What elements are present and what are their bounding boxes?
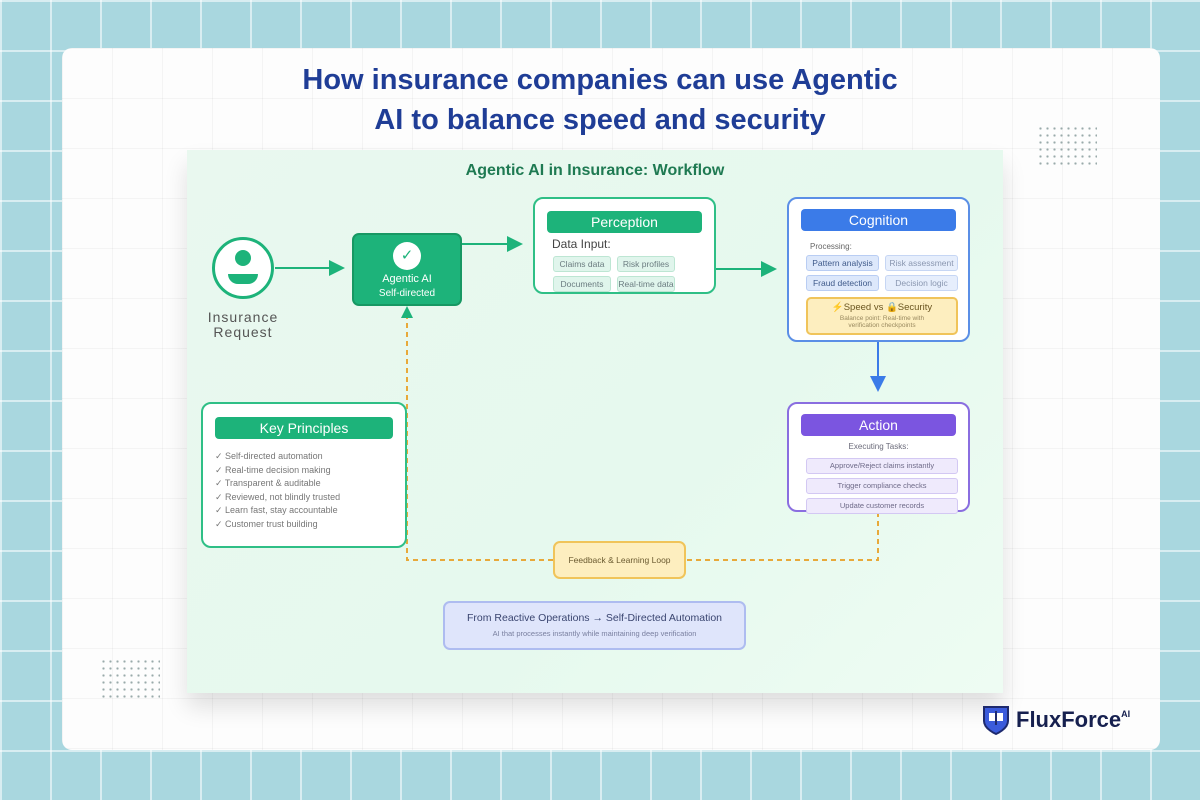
dots-decoration — [100, 658, 160, 698]
task-item: Approve/Reject claims instantly — [806, 458, 958, 474]
chip: Documents — [553, 276, 611, 292]
user-icon — [212, 237, 274, 299]
cognition-subtitle: Processing: — [810, 242, 852, 251]
arrow-head — [401, 306, 413, 318]
principle-text: Learn fast, stay accountable — [225, 505, 338, 515]
key-principles-box: Key Principles ✓ Self-directed automatio… — [201, 402, 407, 548]
perception-header: Perception — [547, 211, 702, 233]
summary-subtitle: AI that processes instantly while mainta… — [492, 629, 697, 638]
principle-text: Real-time decision making — [225, 464, 331, 475]
principle-text: Reviewed, not blindly trusted — [225, 491, 341, 502]
action-box: Action Executing Tasks: Approve/Reject c… — [787, 402, 970, 514]
chip: Decision logic — [885, 275, 958, 291]
chip: Real-time data — [617, 276, 675, 292]
feedback-loop-line — [406, 318, 553, 561]
balance-title: ⚡Speed vs 🔒Security — [831, 302, 933, 313]
balance-text: Balance point: Real-time with verificati… — [839, 315, 925, 329]
feedback-loop-line — [686, 512, 879, 561]
page-title-line1: How insurance companies can use Agentic — [302, 64, 898, 96]
speed-security-box: ⚡Speed vs 🔒Security Balance point: Real-… — [806, 297, 958, 335]
request-line1: Insurance — [207, 309, 279, 325]
brand-sup: AI — [1121, 709, 1131, 719]
chip: Fraud detection — [806, 275, 879, 291]
chip: Risk assessment — [885, 255, 958, 271]
principle-item: ✓ Self-directed automation — [215, 451, 323, 461]
request-label: Insurance Request — [193, 310, 293, 340]
cognition-box: Cognition Processing: Pattern analysis R… — [787, 197, 970, 342]
summary-title: From Reactive Operations → Self-Directed… — [466, 612, 723, 624]
agent-sublabel: Self-directed — [378, 288, 436, 299]
perception-box: Perception Data Input: Claims data Risk … — [533, 197, 716, 294]
diagram-title: Agentic AI in Insurance: Workflow — [465, 162, 725, 179]
principle-item: ✓ Customer trust building — [215, 518, 318, 529]
task-item: Update customer records — [806, 498, 958, 514]
principle-text: Customer trust building — [225, 518, 318, 529]
brand-name: FluxForce — [1016, 707, 1122, 732]
brand-logo: FluxForce AI — [982, 705, 1130, 735]
principles-header: Key Principles — [215, 417, 393, 439]
page-title-line2: AI to balance speed and security — [374, 104, 826, 136]
agentic-ai-node: ✓ Agentic AI Self-directed — [352, 233, 462, 306]
principles-list: ✓ Self-directed automation ✓ Real-time d… — [215, 450, 340, 531]
principle-item: ✓ Learn fast, stay accountable — [215, 505, 338, 515]
agent-label: Agentic AI — [382, 273, 432, 285]
feedback-loop-node: Feedback & Learning Loop — [553, 541, 686, 579]
checkmark-icon: ✓ — [393, 242, 421, 270]
chip: Claims data — [553, 256, 611, 272]
shield-icon — [983, 706, 1009, 735]
principle-text: Self-directed automation — [225, 451, 323, 461]
request-line2: Request — [213, 324, 273, 340]
perception-subtitle: Data Input: — [552, 237, 611, 251]
cognition-header: Cognition — [801, 209, 956, 231]
chip: Risk profiles — [617, 256, 675, 272]
action-header: Action — [801, 414, 956, 436]
dots-decoration — [1037, 125, 1097, 165]
principle-item: ✓ Reviewed, not blindly trusted — [215, 491, 341, 502]
task-item: Trigger compliance checks — [806, 478, 958, 494]
principle-text: Transparent & auditable — [224, 478, 321, 488]
action-subtitle: Executing Tasks: — [848, 442, 909, 451]
chip: Pattern analysis — [806, 255, 879, 271]
principle-item: ✓ Real-time decision making — [215, 464, 331, 475]
principle-item: ✓ Transparent & auditable — [215, 478, 321, 488]
summary-box: From Reactive Operations → Self-Directed… — [443, 601, 746, 650]
